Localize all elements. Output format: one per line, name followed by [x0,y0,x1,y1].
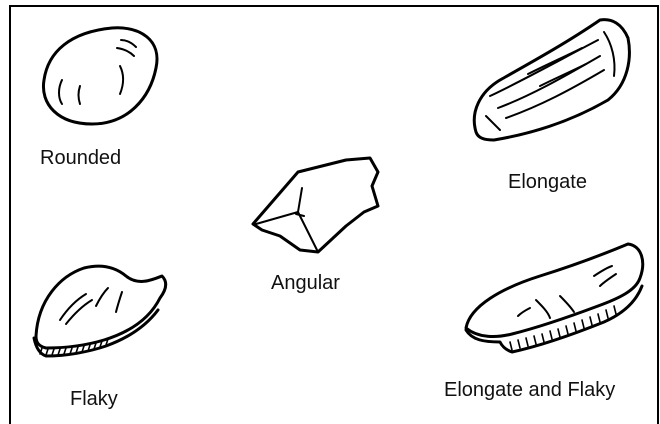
label-elongate-flaky: Elongate and Flaky [444,380,615,400]
label-flaky: Flaky [70,389,118,409]
label-elongate: Elongate [508,172,587,192]
elongate-flaky-particle-drawing [466,244,643,352]
elongate-particle-drawing [474,20,629,140]
rounded-particle-drawing [43,28,157,124]
flaky-particle-drawing [34,266,166,356]
angular-particle-drawing [253,158,378,252]
label-angular: Angular [271,273,340,293]
label-rounded: Rounded [40,148,121,168]
